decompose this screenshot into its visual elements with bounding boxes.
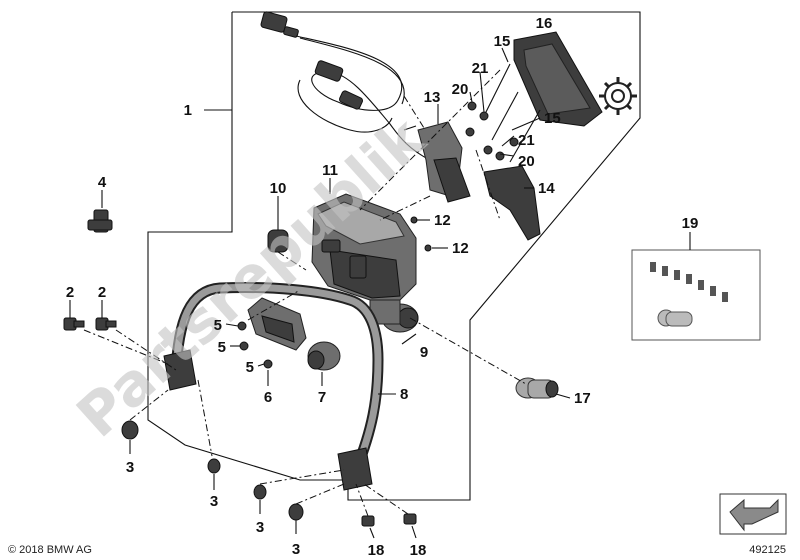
callout-6: 6: [264, 389, 272, 406]
rubber-buffers: [121, 420, 304, 521]
callout-4: 4: [98, 174, 107, 191]
mounting-plate: [513, 31, 603, 127]
lock-kit-box: [631, 249, 761, 341]
lock-cylinder: [369, 299, 419, 333]
wiring-harness: [260, 11, 431, 161]
callout-8: 8: [400, 386, 408, 403]
callout-1: 1: [184, 102, 192, 119]
assembly-lines: [83, 69, 527, 517]
callout-11: 11: [322, 162, 338, 179]
support-frame: [163, 282, 384, 491]
callout-10: 10: [270, 180, 287, 197]
callout-5: 5: [214, 317, 222, 334]
callout-21: 21: [472, 60, 489, 77]
callout-15: 15: [544, 110, 561, 127]
callout-7: 7: [318, 389, 326, 406]
callout-20: 20: [518, 153, 535, 170]
callout-3: 3: [126, 459, 134, 476]
bolts: [63, 317, 117, 331]
callout-17: 17: [574, 390, 591, 407]
callout-13: 13: [424, 89, 441, 106]
callout-3: 3: [292, 541, 300, 558]
rotary-knob: [307, 341, 341, 371]
callout-12: 12: [434, 212, 451, 229]
callout-3: 3: [210, 493, 218, 510]
callout-16: 16: [536, 15, 553, 32]
gear-icon: [599, 77, 637, 115]
callout-18: 18: [410, 542, 427, 559]
callout-14: 14: [538, 180, 555, 197]
leader-lines: [69, 47, 691, 539]
copyright-text: © 2018 BMW AG: [8, 544, 92, 556]
callout-2: 2: [98, 284, 106, 301]
bolt: [361, 515, 375, 527]
lock-insert: [515, 377, 559, 399]
callout-21: 21: [518, 132, 535, 149]
callout-2: 2: [66, 284, 74, 301]
nut: [263, 359, 273, 369]
callout-15: 15: [494, 33, 511, 50]
callout-5: 5: [246, 359, 254, 376]
carrier: [247, 297, 307, 351]
callout-20: 20: [452, 81, 469, 98]
callout-18: 18: [368, 542, 385, 559]
callout-9: 9: [420, 344, 428, 361]
screw: [424, 244, 432, 252]
diagram-number: 492125: [749, 544, 786, 556]
holder: [483, 165, 541, 241]
callout-19: 19: [682, 215, 699, 232]
main-housing: [311, 193, 417, 301]
callout-5: 5: [218, 339, 226, 356]
callouts: 1 2 2 3 3 3 3 4 5 5 5 6 7 8 9 10 11 12 1…: [66, 15, 699, 559]
nut: [239, 341, 249, 351]
bolt: [403, 513, 417, 525]
connector: [87, 209, 113, 233]
arrow-icon: [719, 493, 787, 535]
callout-12: 12: [452, 240, 469, 257]
callout-3: 3: [256, 519, 264, 536]
